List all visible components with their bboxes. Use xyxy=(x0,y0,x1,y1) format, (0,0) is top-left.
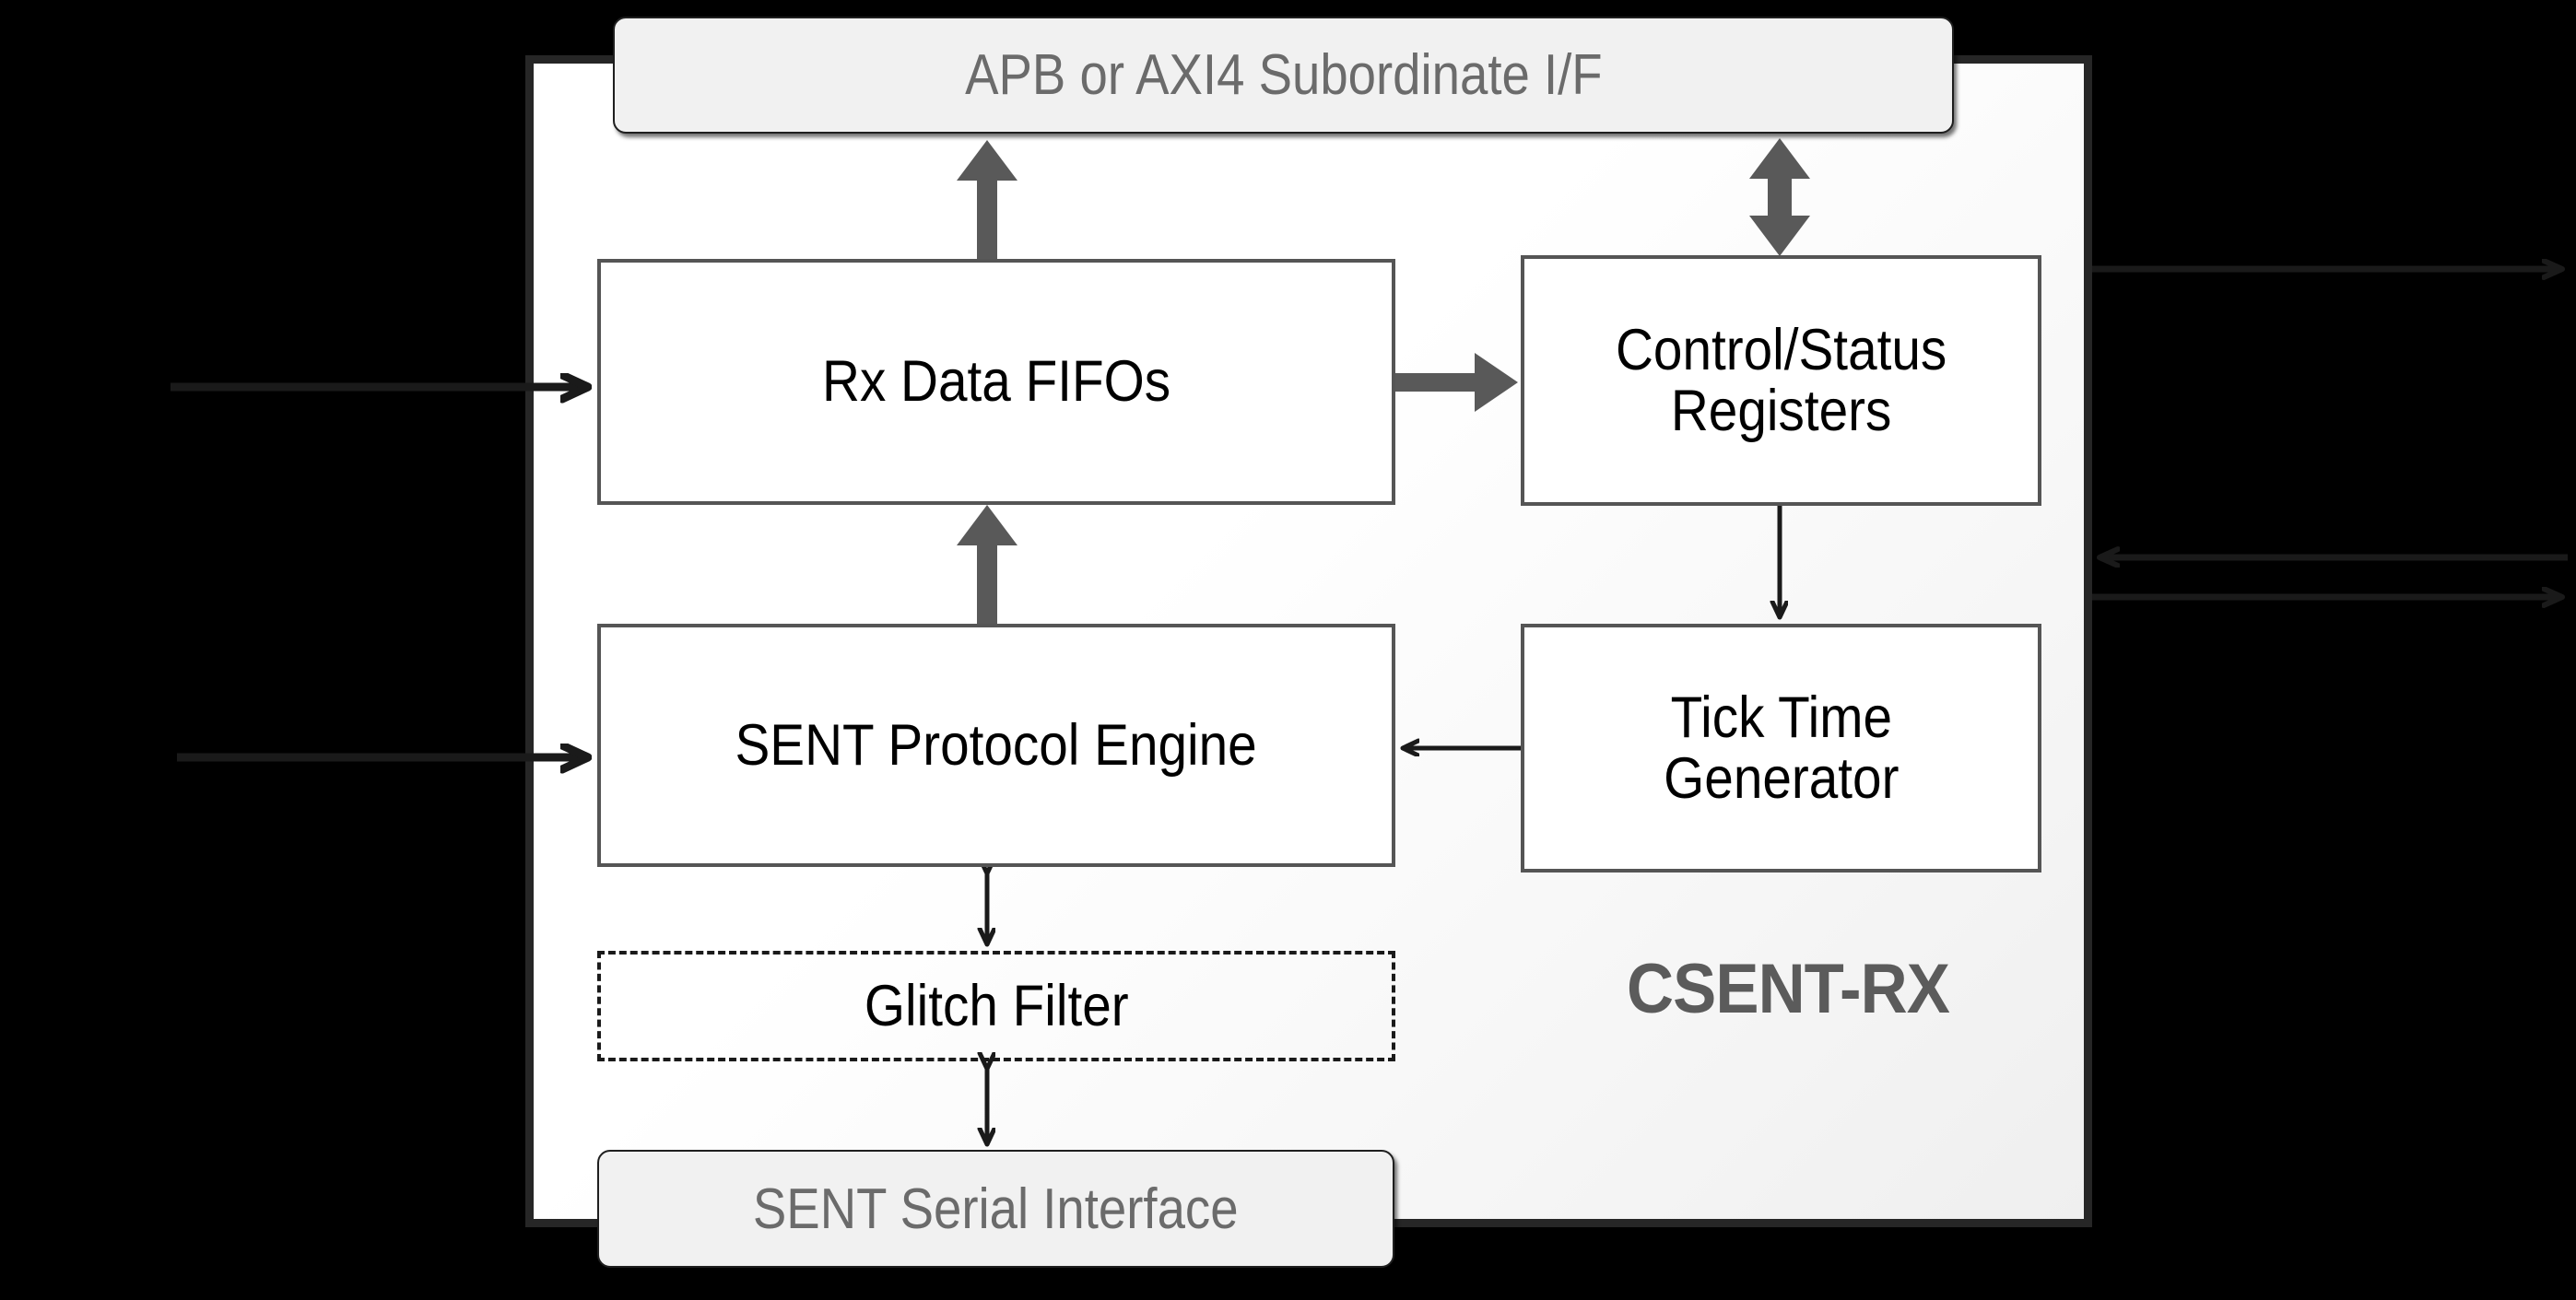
block-label-control-status-registers: Control/Status Registers xyxy=(1616,320,1947,441)
block-control-status-registers[interactable]: Control/Status Registers xyxy=(1521,255,2041,506)
block-glitch-filter[interactable]: Glitch Filter xyxy=(597,951,1395,1061)
block-label-line-1: Control/Status xyxy=(1615,317,1947,382)
interface-label-apb-axi4: APB or AXI4 Subordinate I/F xyxy=(964,43,1603,107)
block-sent-protocol-engine[interactable]: SENT Protocol Engine xyxy=(597,624,1395,867)
interface-box-sent-serial[interactable]: SENT Serial Interface xyxy=(597,1150,1394,1268)
block-label-line-2: Generator xyxy=(1663,746,1900,811)
block-rx-data-fifos[interactable]: Rx Data FIFOs xyxy=(597,259,1395,505)
block-label-sent-protocol-engine: SENT Protocol Engine xyxy=(735,712,1258,778)
interface-label-sent-serial: SENT Serial Interface xyxy=(753,1177,1239,1241)
block-label-line-1: Tick Time xyxy=(1670,685,1892,750)
block-label-glitch-filter: Glitch Filter xyxy=(864,974,1129,1038)
block-label-rx-data-fifos: Rx Data FIFOs xyxy=(821,349,1171,415)
block-label-tick-time-generator: Tick Time Generator xyxy=(1664,687,1899,809)
block-tick-time-generator[interactable]: Tick Time Generator xyxy=(1521,624,2041,873)
block-label-line-2: Registers xyxy=(1670,379,1892,443)
interface-box-apb-axi4[interactable]: APB or AXI4 Subordinate I/F xyxy=(613,17,1954,134)
chip-label-csent-rx: CSENT-RX xyxy=(1627,950,1950,1028)
